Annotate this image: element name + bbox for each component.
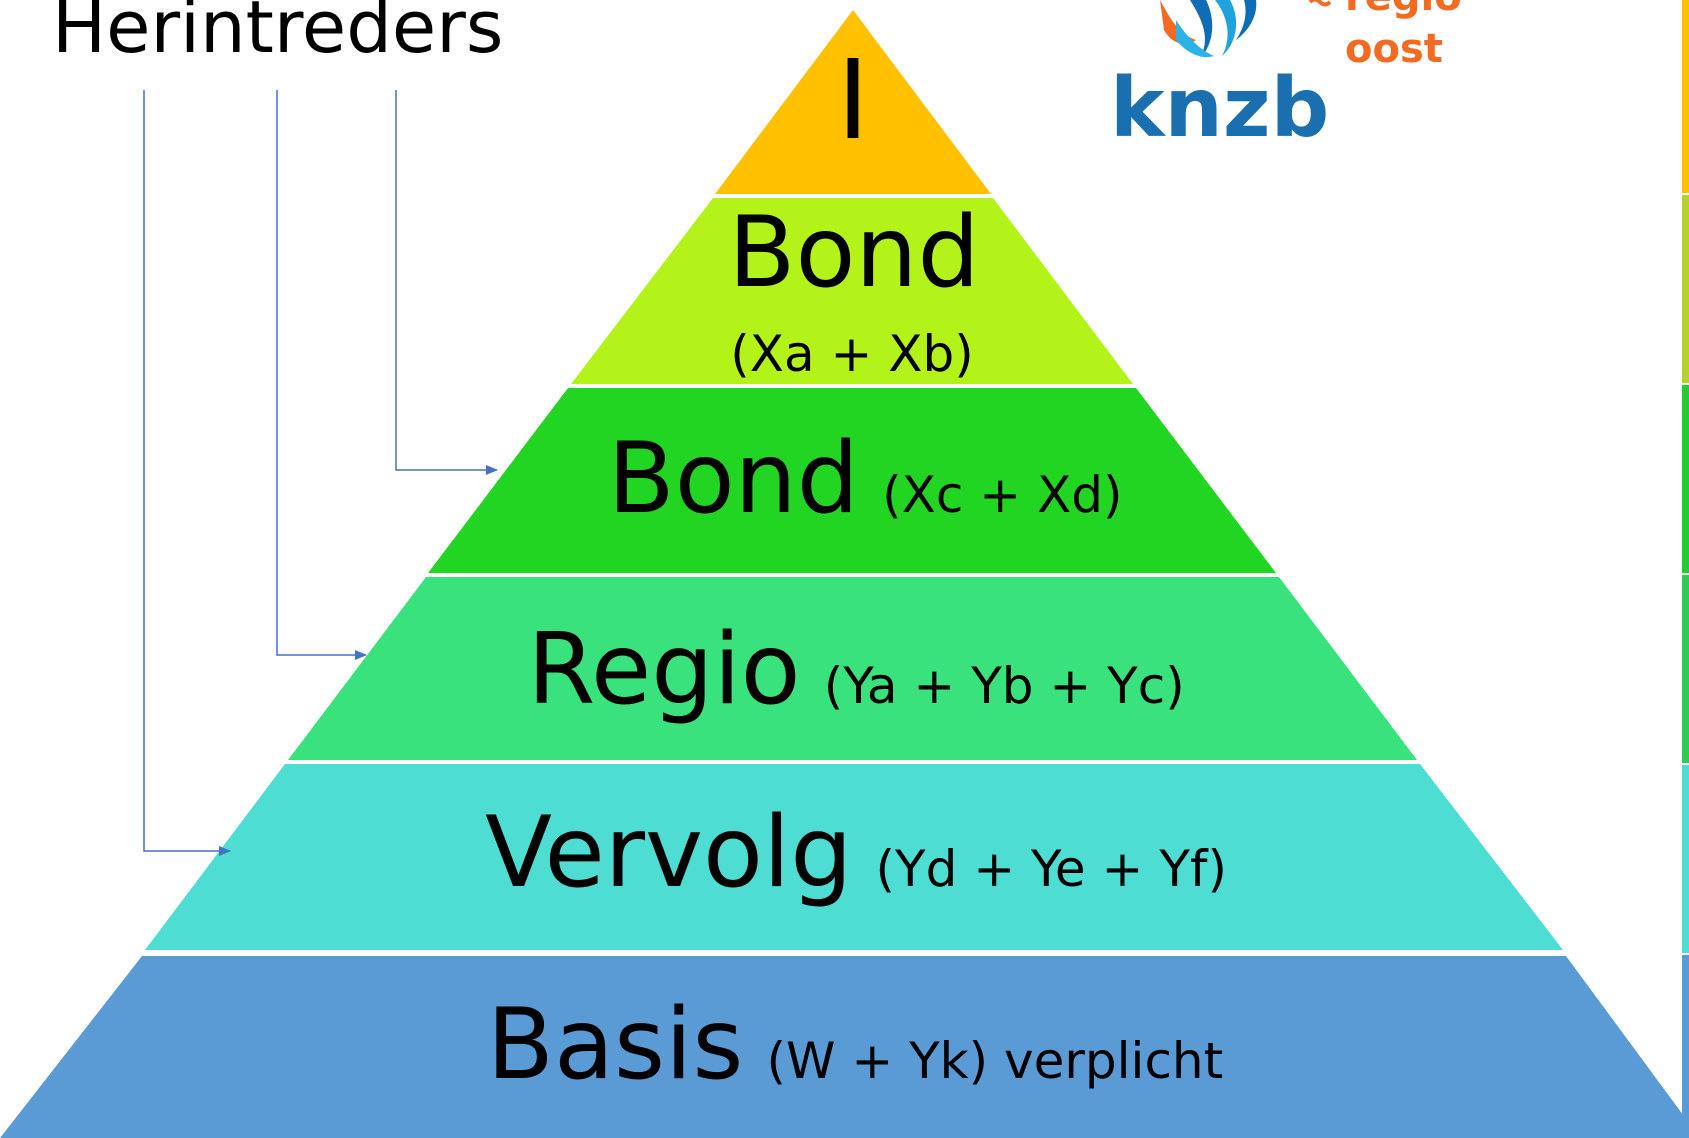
tier-top-label: I bbox=[837, 36, 869, 164]
tier-basis-text: Basis (W + Yk) verplicht bbox=[487, 988, 1223, 1102]
knzb-logo: knzb regio oost bbox=[1110, 0, 1462, 156]
tier-bond2-text: Bond (Xc + Xd) bbox=[607, 422, 1122, 536]
tier-bond-xc-xd bbox=[428, 388, 1276, 573]
logo-wave-icon bbox=[1308, 0, 1332, 7]
connector-to-bond bbox=[395, 90, 498, 475]
tier-vervolg-detail: (Yd + Ye + Yf) bbox=[876, 840, 1227, 898]
tier-bond2-label: Bond bbox=[607, 422, 859, 536]
connector-to-vervolg bbox=[143, 90, 231, 856]
strip-segment bbox=[1682, 765, 1689, 953]
tier-regio-text: Regio (Ya + Yb + Yc) bbox=[527, 613, 1184, 727]
herintreders-title: Herintreders bbox=[52, 0, 503, 69]
tier-regio bbox=[288, 577, 1417, 760]
tier-bond2-detail: (Xc + Xd) bbox=[882, 466, 1122, 524]
strip-segment bbox=[1682, 195, 1689, 383]
tier-bond-xa-xb bbox=[571, 198, 1133, 384]
tier-basis bbox=[0, 956, 1689, 1138]
logo-swimmer-icon bbox=[1160, 0, 1257, 58]
tier-bond1-label: Bond bbox=[728, 196, 980, 310]
logo-brand: knzb bbox=[1110, 61, 1329, 156]
tier-top-i bbox=[715, 10, 991, 194]
logo-region-line1: regio bbox=[1345, 0, 1462, 20]
tier-vervolg-text: Vervolg (Yd + Ye + Yf) bbox=[485, 796, 1227, 910]
tier-regio-detail: (Ya + Yb + Yc) bbox=[824, 657, 1185, 715]
strip-segment bbox=[1682, 955, 1689, 1138]
side-color-strip bbox=[1682, 0, 1689, 1138]
tier-regio-label: Regio bbox=[527, 613, 800, 727]
tier-basis-label: Basis bbox=[487, 988, 744, 1102]
logo-region-line2: oost bbox=[1345, 26, 1443, 72]
strip-segment bbox=[1682, 575, 1689, 763]
tier-vervolg bbox=[145, 764, 1563, 950]
tier-basis-detail: (W + Yk) verplicht bbox=[766, 1032, 1223, 1090]
connector-to-regio bbox=[276, 90, 367, 660]
tier-vervolg-label: Vervolg bbox=[485, 796, 852, 910]
tier-bond1-detail: (Xa + Xb) bbox=[730, 325, 974, 383]
strip-segment bbox=[1682, 0, 1689, 193]
strip-segment bbox=[1682, 385, 1689, 573]
